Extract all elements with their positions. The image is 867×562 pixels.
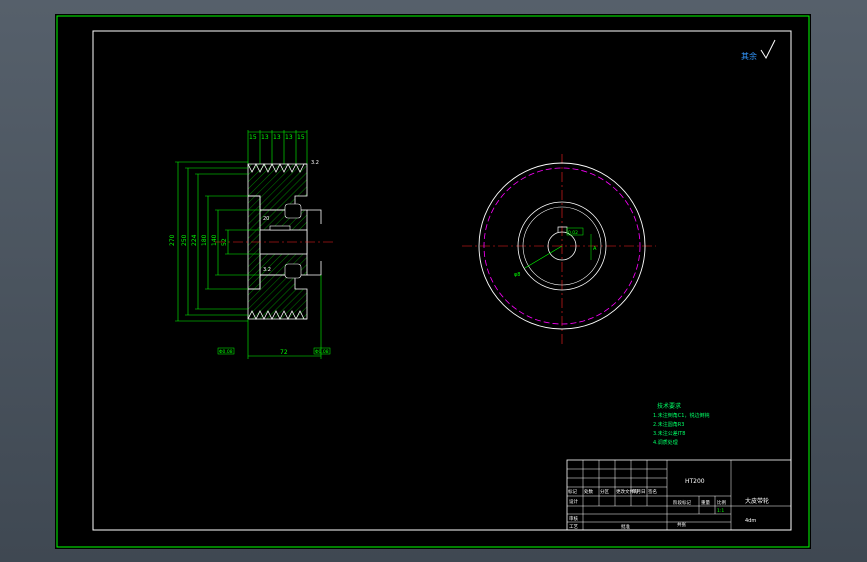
keyway-tolerance-box [566, 227, 584, 236]
rev-header-4: 更改文件号 [616, 488, 639, 495]
front-view: φ8 0.02 A [462, 154, 656, 344]
diam-250: 250 [181, 234, 188, 246]
drawing-sheet[interactable]: 其余 15 13 13 13 15 [55, 14, 811, 549]
rev-header-2: 处数 [584, 488, 593, 495]
notes-line-2: 2.未注圆角R3 [653, 421, 684, 428]
tolerance-box-left [217, 347, 235, 355]
title-block: 标记 处数 分区 更改文件号 签名 年月日 设计 审核 工艺 批准 HT200 … [566, 459, 792, 531]
org-label: 阶段标记 [673, 499, 691, 506]
pulley-rim-inner-circle [517, 201, 607, 291]
material-label: HT200 [685, 478, 705, 485]
top-dim-2: 13 [261, 134, 269, 141]
web-hole-upper [284, 203, 302, 219]
approve-label: 批准 [621, 523, 630, 530]
hub-right-step [307, 209, 322, 276]
roughness-label: 其余 [741, 51, 757, 61]
rev-header-6: 年月日 [632, 488, 646, 495]
diam-224: 224 [191, 234, 198, 246]
diam-52: 52 [221, 238, 228, 246]
hub-label-1: 20 [263, 216, 269, 222]
sheet-label: 共张 [677, 521, 686, 528]
technical-notes: 技术要求 1.未注倒角C1，锐边倒钝 2.未注圆角R3 3.未注公差IT8 4.… [653, 402, 709, 446]
drawing-code: 4dm [745, 518, 756, 524]
pulley-hub-circle [522, 206, 602, 286]
top-dimension-chain [247, 130, 308, 164]
tolerance-left: Φ0.08 [219, 349, 233, 355]
leader-radius [524, 245, 563, 269]
pulley-pitch-circle [483, 167, 641, 325]
inner-border [92, 30, 792, 531]
keyway [269, 225, 291, 231]
bottom-width-label: 72 [280, 349, 288, 356]
process-label: 工艺 [569, 524, 578, 530]
diam-140: 140 [211, 234, 218, 246]
designer-label: 设计 [569, 498, 578, 505]
rev-header-3: 分区 [600, 488, 609, 495]
section-view: 15 13 13 13 15 [169, 130, 335, 359]
scale-value: 1:1 [717, 508, 724, 514]
bottom-width-dim [247, 275, 322, 359]
top-dim-4: 13 [285, 134, 293, 141]
notes-title: 技术要求 [657, 402, 681, 410]
scale-label: 比例 [717, 499, 726, 506]
belt-grooves-top [247, 163, 307, 173]
rev-header-5: 签名 [648, 488, 657, 495]
top-dim-5: 15 [297, 134, 305, 141]
radius-label: φ8 [514, 272, 520, 278]
outer-border [56, 15, 810, 548]
datum-label: A [593, 246, 597, 252]
pulley-outer-circle [478, 162, 646, 330]
rev-header-1: 标记 [568, 488, 577, 495]
top-dim-1: 15 [249, 134, 257, 141]
roughness-symbol: 其余 [741, 39, 776, 61]
part-name: 大皮带轮 [745, 497, 769, 505]
pulley-bore-circle [547, 231, 577, 261]
cad-drawing: 其余 15 13 13 13 15 [56, 15, 810, 548]
tolerance-right: Φ0.08 [315, 349, 329, 355]
front-keyway [557, 226, 568, 232]
diam-270: 270 [169, 234, 176, 246]
checker-label: 审核 [569, 515, 578, 522]
belt-grooves-bottom [247, 310, 307, 320]
keyway-tolerance-label: 0.02 [568, 230, 578, 236]
checkmark-roughness-icon [760, 39, 776, 60]
left-diameter-dims [175, 161, 260, 322]
web-hole-lower [284, 263, 302, 279]
hub-label-2: 3.2 [263, 267, 271, 273]
weight-label: 重量 [701, 499, 710, 506]
tolerance-box-right [313, 347, 331, 355]
notes-line-4: 4.调质处理 [653, 439, 678, 446]
notes-line-3: 3.未注公差IT8 [653, 430, 685, 437]
roughness-right-label: 3.2 [311, 160, 319, 166]
top-dim-3: 13 [273, 134, 281, 141]
notes-line-1: 1.未注倒角C1，锐边倒钝 [653, 412, 709, 419]
diam-180: 180 [201, 234, 208, 246]
